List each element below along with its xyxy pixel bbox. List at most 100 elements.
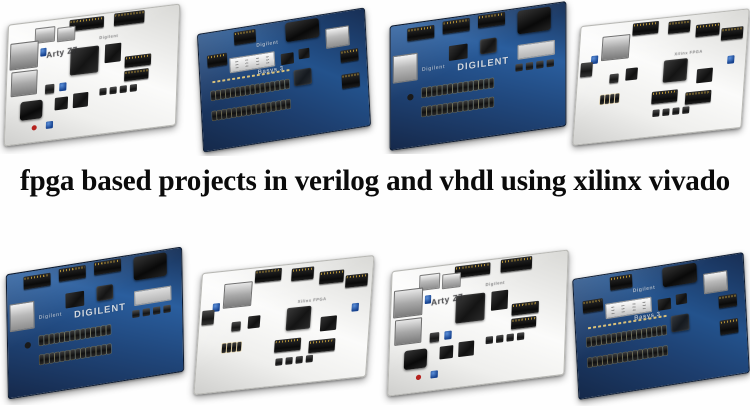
- pmod-header-icon: [340, 48, 359, 63]
- board-thumbnail-1: Arty Z7 Digilent: [0, 0, 190, 154]
- pmod-header-icon: [407, 24, 435, 42]
- page-title: fpga based projects in verilog and vhdl …: [19, 164, 731, 197]
- pmod-header-icon: [719, 317, 739, 336]
- power-led-icon: [415, 373, 422, 380]
- board-thumbnail-3: DIGILENT Digilent: [378, 0, 578, 154]
- slide-switch-row: [586, 325, 667, 348]
- logic-chip: [625, 67, 638, 81]
- hdmi-port-icon: [10, 69, 38, 98]
- vga-connector-icon: [517, 6, 551, 35]
- trimmer-icon: [59, 82, 67, 92]
- pmod-header-icon: [442, 17, 470, 35]
- pmod-header-icon: [684, 89, 712, 105]
- push-button-row: [275, 354, 314, 366]
- push-button-row: [652, 106, 690, 118]
- slide-switch-row: [210, 79, 290, 101]
- fpga-board-white-eth: Xilinx FPGA: [572, 8, 750, 146]
- logic-chip: [280, 52, 295, 66]
- pmod-header-icon: [233, 28, 257, 46]
- push-button: [231, 321, 241, 332]
- push-button-row: [132, 304, 171, 318]
- push-button: [580, 62, 593, 78]
- fpga-chip: [662, 58, 688, 83]
- slide-switch-row: [421, 78, 494, 98]
- logic-chip: [65, 290, 85, 309]
- usb-connector-icon: [325, 25, 350, 50]
- board-thumbnail-8: Digilent Basys 3: [566, 246, 750, 406]
- push-button-row: [515, 58, 554, 72]
- ethernet-jack-icon: [600, 33, 631, 62]
- regulator-chip: [72, 91, 89, 109]
- pmod-header-icon: [718, 293, 738, 309]
- memory-chip: [490, 289, 509, 311]
- pmod-header-icon: [345, 273, 369, 288]
- board-thumbnail-4: Xilinx FPGA: [566, 0, 750, 156]
- fpga-board-white-eth: Xilinx FPGA: [193, 254, 375, 396]
- pmod-header-icon: [510, 315, 537, 330]
- board-brand-label: Digilent: [421, 63, 446, 74]
- usb-connector-icon: [56, 25, 76, 43]
- pmod-header-icon: [319, 269, 345, 285]
- push-button: [429, 331, 440, 343]
- usb-connector-icon: [441, 271, 462, 289]
- pmod-header-icon: [478, 11, 506, 29]
- pmod-header-icon: [58, 264, 86, 282]
- pmod-header-icon: [720, 26, 744, 41]
- capacitor-icon: [24, 341, 31, 349]
- board-brand-label: Digilent: [256, 39, 279, 49]
- fpga-chip: [480, 37, 497, 55]
- board-thumbnail-7: Arty Z7 Digilent: [378, 240, 578, 405]
- power-jack-icon: [19, 99, 43, 121]
- push-button: [609, 73, 619, 84]
- pmod-header-icon: [274, 337, 302, 353]
- slide-switch-row: [421, 97, 494, 117]
- fpga-board-nexys-a7: DIGILENT Digilent: [5, 245, 185, 400]
- push-button-row: [485, 331, 525, 344]
- regulator-chip: [439, 344, 454, 359]
- vga-connector-icon: [285, 17, 320, 43]
- logic-chip: [448, 43, 468, 62]
- pmod-header-icon: [207, 52, 228, 68]
- pmod-header-icon: [93, 257, 122, 275]
- seven-segment-display: [133, 284, 172, 306]
- board-brand-label: Digilent: [38, 310, 62, 321]
- board-thumbnail-5: DIGILENT Digilent: [0, 240, 194, 405]
- push-button-row: [99, 83, 138, 96]
- fpga-chip: [285, 305, 312, 331]
- slide-switch-row: [599, 93, 620, 105]
- logic-chip: [675, 293, 688, 306]
- pmod-header-icon: [500, 255, 533, 273]
- push-button: [44, 83, 55, 95]
- slide-switch-row: [587, 345, 668, 368]
- trimmer-icon: [727, 55, 735, 65]
- pmod-header-icon: [291, 266, 315, 282]
- board-thumbnail-6: Xilinx FPGA: [186, 244, 382, 406]
- capacitor-icon: [407, 93, 414, 101]
- pmod-header-icon: [667, 19, 691, 35]
- pmod-header-icon: [651, 89, 678, 105]
- trimmer-icon: [351, 302, 360, 312]
- hdmi-port-icon: [394, 316, 423, 346]
- fpga-board-nexys-a7: DIGILENT Digilent: [389, 1, 567, 151]
- fpga-board-basys-3: Digilent Basys 3: [196, 7, 372, 153]
- power-jack-icon: [403, 347, 428, 370]
- board-brand-label: Digilent: [99, 32, 119, 41]
- pmod-header-icon: [124, 68, 149, 82]
- pmod-header-icon: [308, 338, 336, 354]
- pmod-header-icon: [23, 272, 51, 290]
- trimmer-icon: [444, 329, 452, 340]
- fpga-board-basys-3: Digilent Basys 3: [572, 252, 750, 400]
- ethernet-jack-icon: [393, 286, 424, 319]
- board-silkscreen-label: Xilinx FPGA: [297, 295, 327, 305]
- regulator-chip: [54, 96, 69, 111]
- logic-chip: [247, 315, 261, 329]
- pmod-header-icon: [582, 298, 604, 314]
- memory-chip: [696, 67, 713, 84]
- logic-chip: [657, 297, 672, 311]
- slide-switch-row: [39, 343, 112, 365]
- regulator-chip: [458, 339, 475, 357]
- pmod-header-icon: [341, 72, 361, 90]
- ethernet-jack-icon: [9, 40, 39, 71]
- ethernet-jack-icon: [222, 281, 253, 309]
- pmod-header-icon: [609, 273, 633, 291]
